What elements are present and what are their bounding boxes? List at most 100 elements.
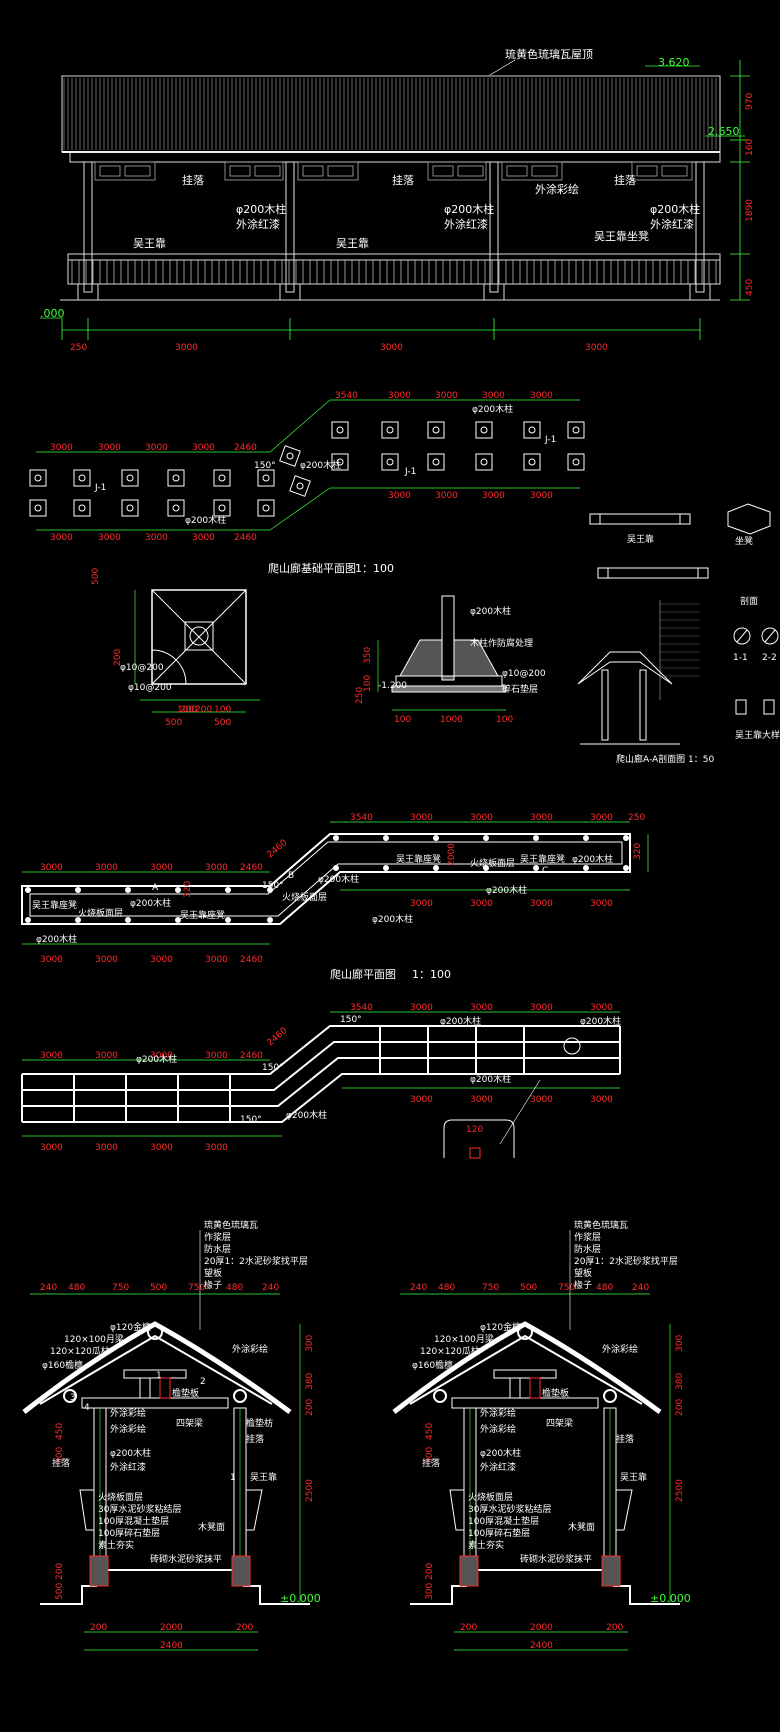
rp-col-4: φ200木柱 <box>286 1109 327 1121</box>
footing-pad <box>257 469 275 487</box>
section_right-gold: φ120金檩 <box>480 1321 521 1333</box>
cplan-labels: 吴王靠座凳 火烧板面层 φ200木柱 吴王靠座凳 φ200木柱 火烧板面层 吴王… <box>32 853 613 945</box>
cp-c: C <box>542 866 548 876</box>
col-label-2: φ200木柱 <box>444 202 494 216</box>
section_left-base: 砖砌水泥砂浆抹平 <box>150 1553 222 1565</box>
cp-t3: 3000 <box>205 863 228 873</box>
sd-t2: 坐凳 <box>735 536 753 547</box>
cp-t0: 3000 <box>40 863 63 873</box>
section_left-top-dim-4: 750 <box>188 1283 205 1293</box>
section_left-f5: 素土夯实 <box>98 1539 134 1551</box>
cp-seat-r1: 吴王靠座凳 <box>396 853 441 865</box>
footing-pad <box>567 421 585 439</box>
footing-pad <box>29 469 47 487</box>
elev-000: .000 <box>40 307 65 320</box>
fd-b3: 3000 <box>192 533 215 543</box>
footing-pad <box>331 421 349 439</box>
cp-b7: 3000 <box>530 899 553 909</box>
section_left-gold: φ120金檩 <box>110 1321 151 1333</box>
rp-t9: 3000 <box>530 1003 553 1013</box>
fd-b6: 3000 <box>435 491 458 501</box>
fcol-label-a: φ200木柱 <box>300 459 341 471</box>
section_right-top-dim-3: 500 <box>520 1283 537 1293</box>
section_right-top-dim-4: 750 <box>558 1283 575 1293</box>
section_left-col: φ200木柱 <box>110 1447 151 1459</box>
fcol-label-b: φ200木柱 <box>185 514 226 526</box>
footing-pad <box>523 421 541 439</box>
roof-tiles <box>63 78 717 150</box>
section_left-f4: 100厚碎石垫层 <box>98 1527 160 1539</box>
section_left-elev: ±0.000 <box>280 1592 321 1605</box>
fts-d5: 100 <box>496 715 513 725</box>
footing-pad <box>381 453 399 471</box>
seat-label-1: 吴王靠 <box>133 236 166 250</box>
cp-seat-r2: 吴王靠座凳 <box>520 853 565 865</box>
fts-note3: 碎石垫层 <box>502 683 538 695</box>
section_left-caihui3: 外涂彩绘 <box>110 1423 146 1435</box>
sd-t6: 2-2 <box>762 653 777 663</box>
paint-label-3: 外涂红漆 <box>650 217 694 231</box>
fd-t1: 3000 <box>98 443 121 453</box>
ftd-d7: 500 <box>214 718 231 728</box>
section_left-yue: 120×100月梁 <box>64 1333 124 1345</box>
rp-t6: 3540 <box>350 1003 373 1013</box>
fts-d4: 1000 <box>440 715 463 725</box>
footing-pad <box>475 421 493 439</box>
section_right-top-dim-1: 480 <box>438 1283 455 1293</box>
rp-col-2: φ200木柱 <box>580 1015 621 1027</box>
section_left-ld-1: 300 <box>55 1447 65 1464</box>
cp-angle: 150° <box>262 881 284 891</box>
footing-pad <box>475 453 493 471</box>
section_right-yan: φ160檐檩 <box>412 1359 453 1371</box>
rp-b7: 3000 <box>590 1095 613 1105</box>
section_right-f4: 100厚碎石垫层 <box>468 1527 530 1539</box>
footing-pad <box>29 499 47 517</box>
cp-col-b: φ200木柱 <box>318 873 359 885</box>
roof-note: 琉黄色琉璃瓦屋顶 <box>505 47 593 61</box>
footing-pad <box>427 453 445 471</box>
j1-label-a: J-1 <box>94 483 106 493</box>
roof-labels: φ200木柱 φ200木柱 φ200木柱 φ200木柱 φ200木柱 150° … <box>136 1015 621 1125</box>
section_right-base: 砖砌水泥砂浆抹平 <box>520 1553 592 1565</box>
footing-pad <box>213 499 231 517</box>
rp-col-3: φ200木柱 <box>470 1073 511 1085</box>
fd-b5: 3000 <box>388 491 411 501</box>
fd-b0: 3000 <box>50 533 73 543</box>
section_left-gua: 120×120瓜柱 <box>50 1345 110 1357</box>
fd-t5: 3540 <box>335 391 358 401</box>
j1-label-c: J-1 <box>544 435 556 445</box>
cp-col-r2: φ200木柱 <box>486 884 527 896</box>
col-label-1: φ200木柱 <box>236 202 286 216</box>
footing-pad <box>167 469 185 487</box>
section_right-yue: 120×100月梁 <box>434 1333 494 1345</box>
fd-t0: 3000 <box>50 443 73 453</box>
section_left-top-dim-5: 480 <box>226 1283 243 1293</box>
section_left-n5: 1 <box>230 1473 236 1483</box>
section_left-note-4: 望板 <box>204 1267 222 1279</box>
elevation-labels: 琉黄色琉璃瓦屋顶 挂落 挂落 挂落 外涂彩绘 φ200木柱 外涂红漆 φ200木… <box>133 47 700 250</box>
fd-b1: 3000 <box>98 533 121 543</box>
section_right-bd-2: 200 <box>606 1623 623 1633</box>
section_right-elev: ±0.000 <box>650 1592 691 1605</box>
cp-b6: 3000 <box>470 899 493 909</box>
section_right-note-3: 20厚1：2水泥砂浆找平层 <box>574 1255 678 1267</box>
footing-pad <box>427 421 445 439</box>
seat-label-2: 吴王靠 <box>336 236 369 250</box>
section_left-bd-2: 200 <box>236 1623 253 1633</box>
cp-b8: 3000 <box>590 899 613 909</box>
cp-t2: 3000 <box>150 863 173 873</box>
paint-label-1: 外涂红漆 <box>236 217 280 231</box>
sd-t5: 1-1 <box>733 653 748 663</box>
dim-1890: 1890 <box>745 199 755 222</box>
rp-t2: 3000 <box>150 1051 173 1061</box>
foundation-scale: 1：100 <box>355 562 394 575</box>
section_right-bd-1: 2000 <box>530 1623 553 1633</box>
cp-floor-l: 火烧板面层 <box>78 907 123 919</box>
cp-b2: 3000 <box>150 955 173 965</box>
section_left-note-3: 20厚1：2水泥砂浆找平层 <box>204 1255 308 1267</box>
section_left-f1: 火烧板面层 <box>98 1491 143 1503</box>
section_right-seat: 吴王靠 <box>620 1471 647 1483</box>
section_left-top-dim-6: 240 <box>262 1283 279 1293</box>
